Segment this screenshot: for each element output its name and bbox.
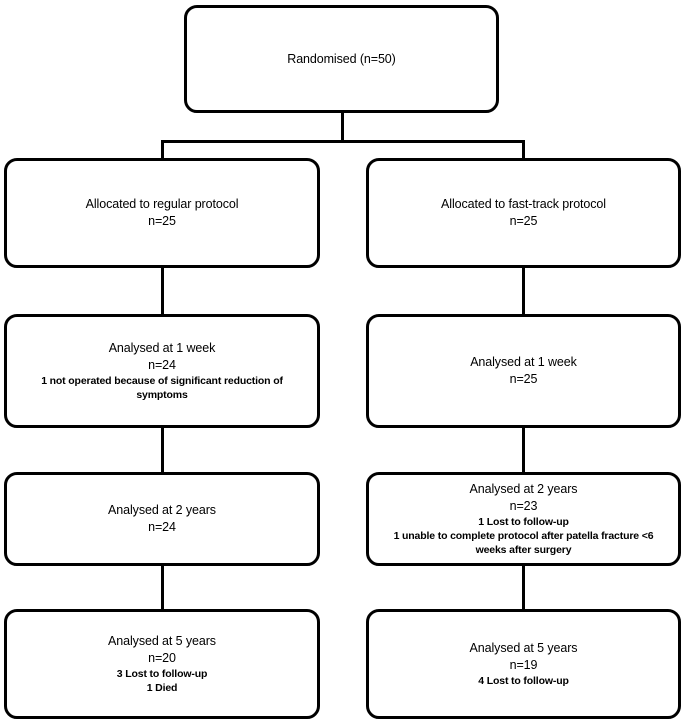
node-allocated-fasttrack-main: Allocated to fast-track protocol: [441, 197, 606, 211]
node-year5-regular-note-1: 3 Lost to follow-up: [116, 668, 208, 680]
node-randomised-main: Randomised (n=50): [287, 51, 396, 66]
node-allocated-regular-main: Allocated to regular protocol: [85, 197, 239, 211]
node-randomised: Randomised (n=50): [184, 5, 499, 113]
connector-randomised-stem: [341, 112, 344, 143]
node-week1-regular: Analysed at 1 week n=24 1 not operated b…: [4, 314, 320, 428]
connector-right-week1-to-year2: [522, 428, 525, 474]
connector-split-left-drop: [161, 140, 164, 160]
connector-left-year2-to-year5: [161, 566, 164, 611]
node-year2-fasttrack-note-1: 1 Lost to follow-up: [478, 516, 569, 528]
connector-left-alloc-to-week1: [161, 266, 164, 316]
node-allocated-regular-count: n=25: [148, 214, 176, 228]
node-year2-regular-main: Analysed at 2 years: [108, 503, 216, 517]
node-week1-fasttrack-main: Analysed at 1 week: [470, 355, 577, 369]
connector-split-right-drop: [522, 140, 525, 160]
node-year2-regular-count: n=24: [148, 520, 176, 534]
node-year2-fasttrack-count: n=23: [509, 499, 538, 513]
node-year2-fasttrack-main: Analysed at 2 years: [469, 482, 578, 496]
node-year5-regular-note-2: 1 Died: [146, 682, 178, 694]
connector-split-bar: [161, 140, 525, 143]
node-year5-fasttrack-main: Analysed at 5 years: [469, 641, 578, 655]
node-week1-fasttrack: Analysed at 1 week n=25: [366, 314, 681, 428]
node-year5-fasttrack-note-1: 4 Lost to follow-up: [478, 675, 569, 687]
node-year5-regular-count: n=20: [148, 651, 176, 665]
node-year5-fasttrack: Analysed at 5 years n=19 4 Lost to follo…: [366, 609, 681, 719]
node-week1-regular-main: Analysed at 1 week: [108, 341, 216, 355]
node-week1-fasttrack-count: n=25: [509, 372, 538, 386]
node-year5-regular-main: Analysed at 5 years: [108, 634, 216, 648]
connector-right-alloc-to-week1: [522, 266, 525, 316]
connector-right-year2-to-year5: [522, 566, 525, 611]
node-allocated-regular: Allocated to regular protocol n=25: [4, 158, 320, 268]
connector-left-week1-to-year2: [161, 428, 164, 474]
node-week1-regular-note-1: 1 not operated because of significant re…: [41, 375, 283, 401]
node-allocated-fasttrack: Allocated to fast-track protocol n=25: [366, 158, 681, 268]
node-year2-fasttrack: Analysed at 2 years n=23 1 Lost to follo…: [366, 472, 681, 566]
node-allocated-fasttrack-count: n=25: [509, 214, 538, 228]
node-year5-regular: Analysed at 5 years n=20 3 Lost to follo…: [4, 609, 320, 719]
node-week1-regular-count: n=24: [148, 358, 176, 372]
node-year2-fasttrack-note-2: 1 unable to complete protocol after pate…: [393, 530, 654, 556]
node-year5-fasttrack-count: n=19: [509, 658, 538, 672]
node-year2-regular: Analysed at 2 years n=24: [4, 472, 320, 566]
